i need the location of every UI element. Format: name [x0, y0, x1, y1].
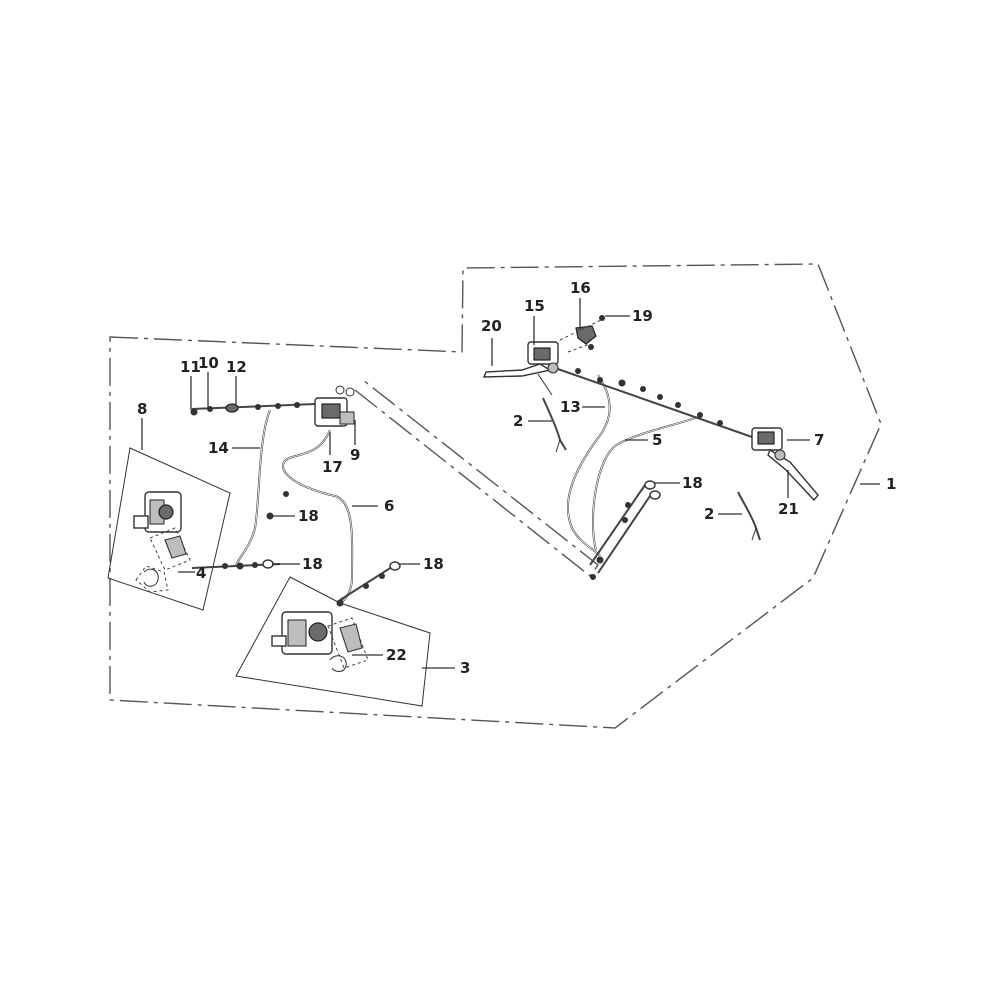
callout-2-left: 2	[513, 412, 523, 430]
caliper-subassembly-lower-boundary	[235, 576, 431, 707]
leader-lines	[141, 298, 880, 669]
callout-10: 10	[198, 354, 219, 372]
callout-18-c: 18	[423, 555, 444, 573]
callout-9: 9	[350, 446, 360, 464]
callout-19: 19	[632, 307, 653, 325]
callout-5: 5	[652, 431, 662, 449]
callout-11: 11	[180, 358, 201, 376]
callout-7: 7	[814, 431, 824, 449]
callout-6: 6	[384, 497, 394, 515]
callout-labels: 1 2 2 3 4 5 6 7 8 9 10 11 12 13 14 15 16…	[137, 279, 896, 677]
clamp-bracket	[559, 315, 606, 353]
callout-14: 14	[208, 439, 229, 457]
callout-16: 16	[570, 279, 591, 297]
callout-12: 12	[226, 358, 247, 376]
rear-master-cylinder	[314, 385, 355, 427]
assembly-boundary	[109, 263, 882, 729]
callout-3: 3	[460, 659, 470, 677]
caliper-left	[133, 491, 191, 593]
fittings	[190, 368, 723, 607]
callout-18-d: 18	[682, 474, 703, 492]
caliper-lower	[271, 611, 369, 672]
hose-routing-divider	[354, 379, 599, 578]
callout-15: 15	[524, 297, 545, 315]
callout-18-a: 18	[298, 507, 319, 525]
callout-17: 17	[322, 458, 343, 476]
callout-4: 4	[196, 564, 206, 582]
callout-22: 22	[386, 646, 407, 664]
brake-switch-wires	[542, 397, 761, 541]
callout-21: 21	[778, 500, 799, 518]
front-master-cylinder-right	[751, 427, 819, 502]
callout-8: 8	[137, 400, 147, 418]
brake-hoses	[191, 367, 753, 604]
front-master-cylinder-left	[482, 341, 559, 396]
caliper-subassembly-left-boundary	[107, 447, 231, 611]
callout-20: 20	[481, 317, 502, 335]
callout-13: 13	[560, 398, 581, 416]
callout-18-b: 18	[302, 555, 323, 573]
callout-1: 1	[886, 475, 896, 493]
callout-2-right: 2	[704, 505, 714, 523]
